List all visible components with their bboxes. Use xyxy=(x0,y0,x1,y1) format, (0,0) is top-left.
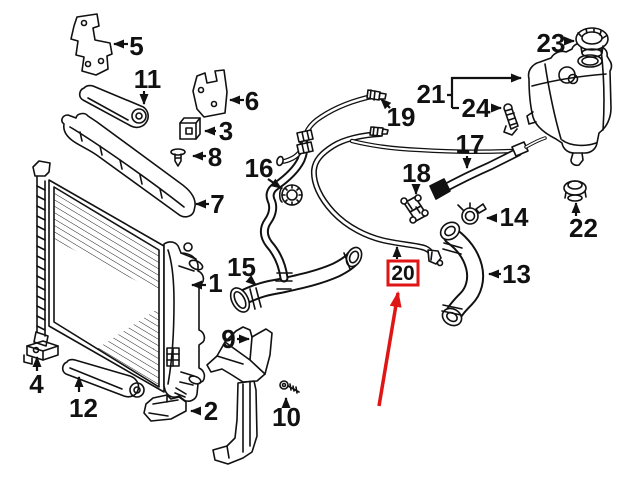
push-pin-drawing xyxy=(170,148,186,167)
seal-strip-upper-drawing xyxy=(78,84,149,129)
foot-bracket-drawing xyxy=(143,394,187,422)
bolt-drawing xyxy=(503,103,519,136)
upper-bracket-drawing xyxy=(70,13,113,76)
hose-couplers-drawing xyxy=(296,129,314,155)
hose-clamp-drawing xyxy=(457,202,487,225)
vent-pipe-drawing xyxy=(259,138,309,290)
side-bracket-drawing xyxy=(192,69,228,118)
part-label-16[interactable]: 16 xyxy=(245,153,274,183)
part-label-18[interactable]: 18 xyxy=(402,158,431,188)
highlight-box xyxy=(386,259,420,287)
part-label-11[interactable]: 11 xyxy=(134,64,162,94)
highlight-annotation xyxy=(377,259,420,407)
mount-block-drawing xyxy=(179,117,201,140)
part-label-2[interactable]: 2 xyxy=(204,396,218,426)
valve-drawing xyxy=(400,194,429,224)
part-label-15[interactable]: 15 xyxy=(227,252,256,282)
part-label-1[interactable]: 1 xyxy=(208,268,222,298)
upper-hose-drawing xyxy=(439,221,485,327)
lower-clamp-drawing xyxy=(23,340,59,365)
tank-cap-drawing xyxy=(575,27,609,58)
radiator-cover-drawing xyxy=(61,112,196,218)
part-label-14[interactable]: 14 xyxy=(500,202,529,232)
coolant-pipe-drawing xyxy=(310,126,515,267)
part-label-17[interactable]: 17 xyxy=(456,129,485,159)
part-label-3[interactable]: 3 xyxy=(219,116,233,146)
part-label-6[interactable]: 6 xyxy=(245,86,259,116)
vent-hose-drawing xyxy=(276,89,387,167)
seal-strip-lower-drawing xyxy=(61,358,145,398)
part-label-23[interactable]: 23 xyxy=(537,28,566,58)
part-label-8[interactable]: 8 xyxy=(208,142,222,172)
part-label-5[interactable]: 5 xyxy=(129,31,143,61)
highlight-arrow xyxy=(377,291,402,407)
part-label-21[interactable]: 21 xyxy=(417,79,446,109)
part-label-19[interactable]: 19 xyxy=(387,102,416,132)
part-label-9[interactable]: 9 xyxy=(221,324,235,354)
radiator-drawing xyxy=(32,160,206,402)
expansion-tank-drawing xyxy=(526,42,613,167)
part-label-22[interactable]: 22 xyxy=(569,213,598,243)
plug-grommet-drawing xyxy=(563,180,587,202)
part-label-7[interactable]: 7 xyxy=(210,189,224,219)
reservoir-hose-drawing xyxy=(429,136,547,200)
grommet-drawing xyxy=(278,184,303,206)
screw-drawing xyxy=(279,380,300,394)
air-duct-drawing xyxy=(206,326,273,465)
part-labels: 1 2 3 4 5 6 7 8 9 10 11 12 13 14 15 16 1… xyxy=(29,28,598,432)
part-label-24[interactable]: 24 xyxy=(462,93,491,123)
part-label-10[interactable]: 10 xyxy=(272,402,301,432)
part-label-12[interactable]: 12 xyxy=(69,393,98,423)
part-label-13[interactable]: 13 xyxy=(502,259,531,289)
lower-hose-drawing xyxy=(229,246,363,313)
leader-arrows xyxy=(32,36,581,416)
part-label-4[interactable]: 4 xyxy=(29,369,44,399)
part-label-20[interactable]: 20 xyxy=(391,262,414,285)
